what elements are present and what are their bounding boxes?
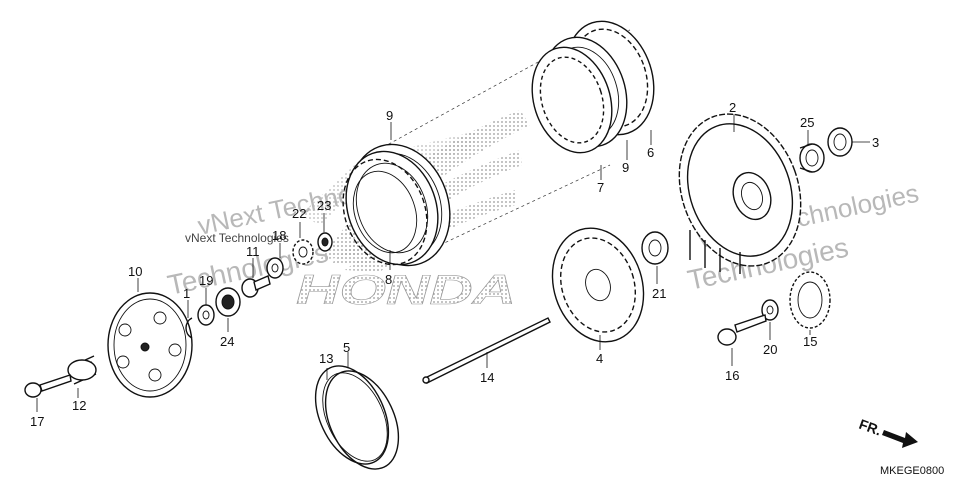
label-9b: 9 [622, 160, 629, 175]
label-15: 15 [803, 334, 817, 349]
leader-lines [36, 114, 870, 412]
part-labels: 1 2 3 4 5 6 7 8 9 9 10 11 12 13 14 15 16… [30, 100, 879, 429]
spring-12 [67, 355, 97, 385]
label-10: 10 [128, 264, 142, 279]
label-23: 23 [317, 198, 331, 213]
label-12: 12 [72, 398, 86, 413]
label-4: 4 [596, 351, 603, 366]
bolt-17 [24, 374, 72, 398]
label-6: 6 [647, 145, 654, 160]
clutch-plates-6-7-9 [531, 20, 655, 154]
honda-logo-text: HONDA [296, 266, 516, 313]
pressure-plate-10 [107, 292, 193, 398]
label-16: 16 [725, 368, 739, 383]
gear-15 [789, 271, 831, 329]
label-21: 21 [652, 286, 666, 301]
circlip-1 [185, 317, 193, 339]
lifter-piece-11 [241, 275, 271, 298]
washer-18 [266, 257, 284, 279]
direction-label: FR. [857, 416, 884, 439]
bolt-16 [717, 314, 767, 346]
label-20: 20 [763, 342, 777, 357]
o-rings-13-5 [314, 365, 400, 470]
washer-19 [197, 304, 215, 326]
label-22: 22 [292, 206, 306, 221]
label-13: 13 [319, 351, 333, 366]
label-17: 17 [30, 414, 44, 429]
label-25: 25 [800, 115, 814, 130]
clutch-outer-2 [678, 113, 802, 274]
washer-20 [761, 299, 779, 321]
label-14: 14 [480, 370, 494, 385]
label-19: 19 [199, 273, 213, 288]
watermark-small: vNext Technologies [185, 231, 289, 245]
diagram-code: MKEGE0800 [880, 465, 944, 477]
label-7: 7 [597, 180, 604, 195]
label-1: 1 [183, 286, 190, 301]
label-11: 11 [246, 244, 260, 259]
collar-3 [827, 127, 853, 157]
label-24: 24 [220, 334, 234, 349]
label-8: 8 [385, 272, 392, 287]
needle-bearing-25 [799, 143, 825, 173]
front-direction-indicator: FR. [857, 416, 918, 448]
clutch-center-4 [551, 227, 645, 343]
bearing-24 [215, 287, 241, 317]
washer-21 [641, 231, 669, 265]
label-2: 2 [729, 100, 736, 115]
shaft-14 [422, 317, 551, 384]
washer-23 [317, 232, 333, 252]
label-5: 5 [343, 340, 350, 355]
label-18: 18 [272, 228, 286, 243]
arrow-right-icon [882, 430, 918, 448]
nut-22 [292, 239, 314, 265]
label-3: 3 [872, 135, 879, 150]
clutch-plates-8-9 [342, 143, 451, 267]
label-9a: 9 [386, 108, 393, 123]
